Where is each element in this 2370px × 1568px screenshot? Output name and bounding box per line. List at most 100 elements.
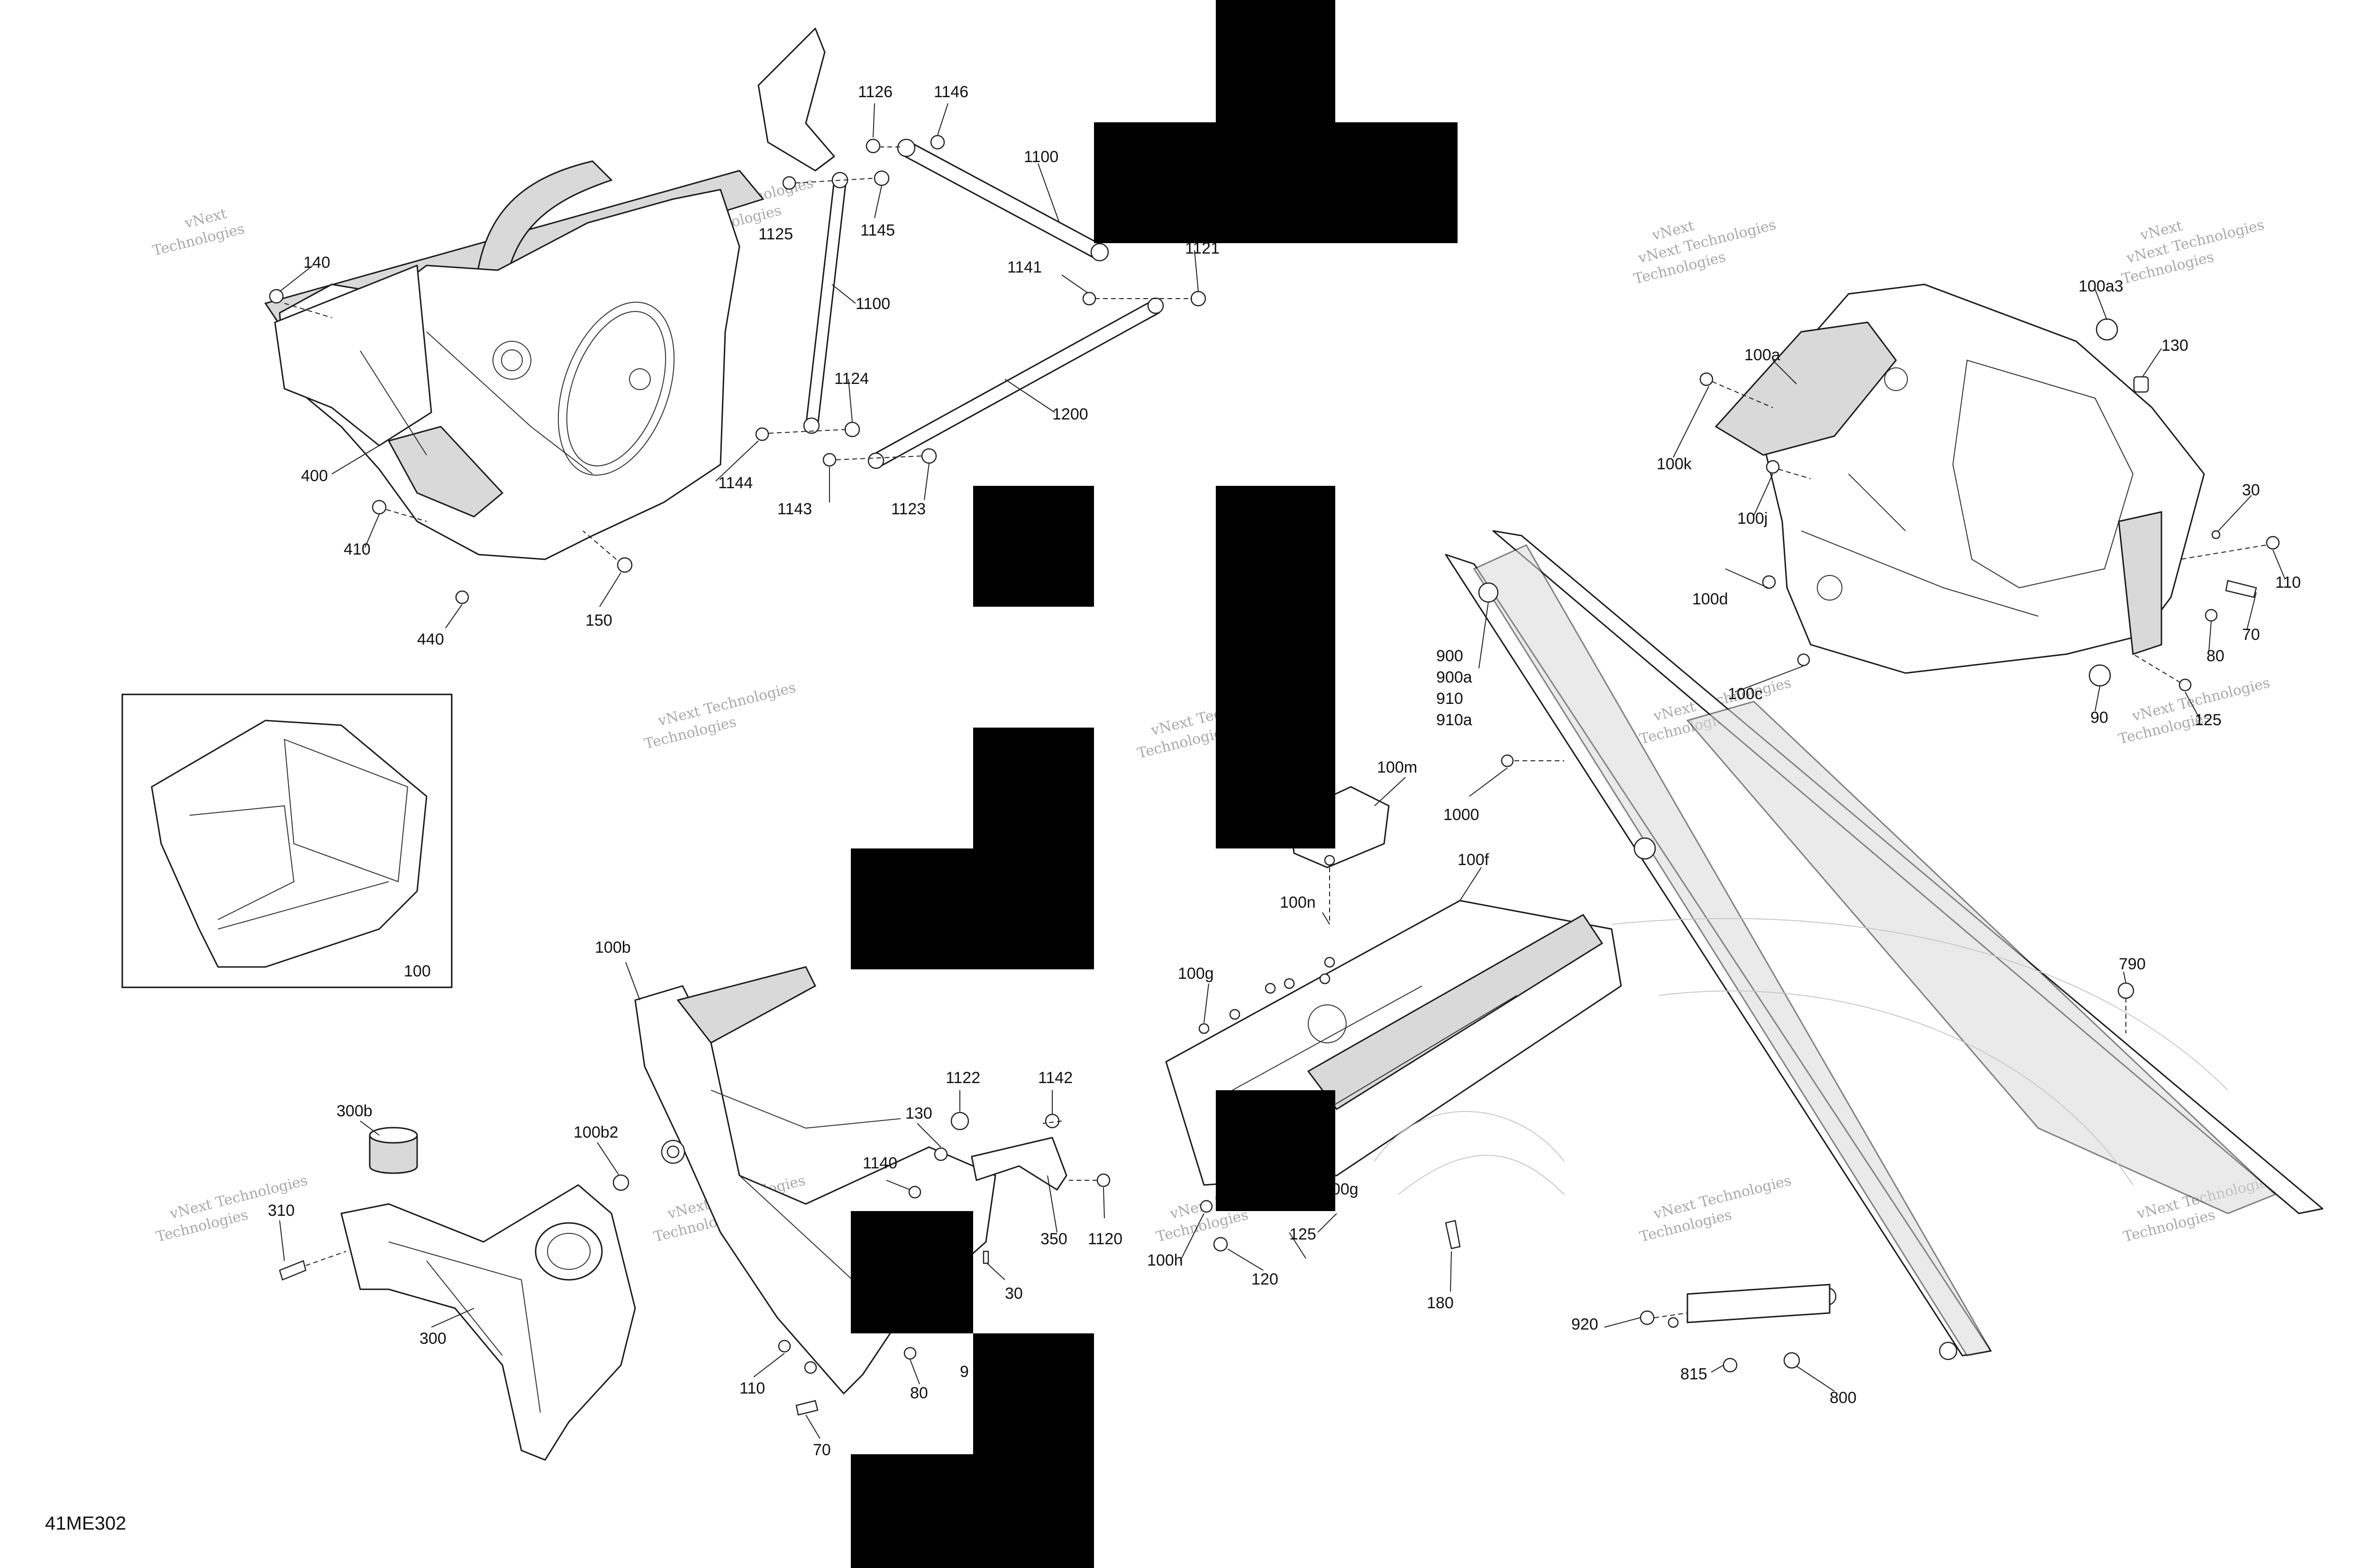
callout-labels: 1126 1146 1100 1125 1145 1100 1141 1121 … — [268, 83, 2301, 1459]
callout-1141: 1141 — [1007, 258, 1042, 276]
callout-1142: 1142 — [1038, 1069, 1073, 1087]
link-plate-800 — [1686, 1284, 1831, 1323]
callout-80-lower: 80 — [910, 1384, 928, 1402]
rod-end — [1147, 297, 1164, 314]
callout-110-top: 110 — [2275, 574, 2301, 592]
callout-910a: 910a — [1436, 711, 1472, 729]
bolt-110b — [804, 1361, 817, 1374]
lower-cross-plate — [387, 426, 504, 518]
redaction-block — [973, 728, 1094, 850]
callout-100a: 100a — [1744, 346, 1780, 364]
callout-440: 440 — [417, 630, 444, 648]
bushing-inner — [666, 1145, 680, 1158]
bolt-180 — [1445, 1220, 1461, 1249]
redaction-block — [973, 1333, 1094, 1454]
rail-boss — [1633, 837, 1656, 860]
boss — [629, 368, 651, 390]
bolt-110 — [778, 1340, 791, 1353]
bolt-120 — [1213, 1237, 1228, 1252]
callout-100h: 100h — [1147, 1251, 1183, 1269]
bracket-bore-inner — [547, 1233, 591, 1270]
callout-100g: 100g — [1178, 965, 1214, 983]
watermark: vNext Technologies Technologies — [643, 679, 798, 753]
rod-end — [1090, 243, 1109, 262]
front-frame-assembly — [264, 27, 835, 604]
frame-oval-opening-inner — [566, 311, 666, 466]
callout-110-lower: 110 — [739, 1379, 765, 1397]
front-frame-body — [279, 189, 740, 560]
tie-rod-1100-vertical — [805, 179, 847, 428]
bumper-300b — [369, 1134, 418, 1174]
redaction-block — [1216, 1090, 1335, 1211]
callout-1146: 1146 — [934, 83, 968, 101]
bushing-130 — [2133, 376, 2149, 393]
rod-end — [867, 452, 884, 469]
washer-1126 — [866, 138, 881, 154]
callout-125-center: 125 — [1289, 1225, 1316, 1243]
washer-100b2 — [612, 1174, 629, 1191]
redaction-block — [851, 1454, 1094, 1568]
redaction-block — [1216, 0, 1335, 122]
callout-1200: 1200 — [1052, 405, 1088, 423]
boss — [1884, 367, 1908, 391]
bolt-1142 — [1045, 1113, 1060, 1129]
bolt-100g — [1229, 1009, 1240, 1020]
bolt-1144 — [755, 427, 769, 441]
callout-310: 310 — [268, 1202, 295, 1220]
rod-end — [897, 138, 916, 157]
nut-1123 — [921, 448, 937, 464]
support-bracket-300 — [340, 1184, 636, 1461]
bolt-1000 — [1501, 754, 1514, 767]
washer — [1668, 1317, 1679, 1328]
callout-1122: 1122 — [946, 1069, 980, 1087]
callout-30-top: 30 — [2242, 481, 2260, 499]
rail-panel — [1686, 701, 2277, 1214]
bolt-100g — [1324, 957, 1335, 968]
bumper-top — [369, 1127, 418, 1144]
redaction-block — [1216, 486, 1335, 848]
callout-120: 120 — [1251, 1270, 1278, 1288]
redaction-blocks — [851, 0, 1458, 1568]
boss — [1308, 1004, 1347, 1043]
callout-1144: 1144 — [718, 474, 753, 492]
callout-130-top: 130 — [2161, 337, 2188, 355]
bolt-140 — [269, 289, 284, 304]
bolt-100h — [1200, 1200, 1213, 1213]
callout-100a3: 100a3 — [2078, 277, 2124, 295]
nut-150 — [617, 557, 633, 573]
callout-1123: 1123 — [891, 500, 926, 518]
side-rail-assembly — [1445, 530, 2324, 1373]
watermark: vNext Technologies Technologies — [1638, 1172, 1793, 1246]
ghost-outline — [1611, 918, 2228, 1185]
watermark: vNext Technologies — [151, 205, 246, 259]
washer-80 — [2205, 609, 2218, 622]
callout-1126: 1126 — [858, 83, 893, 101]
callout-100f: 100f — [1458, 851, 1489, 869]
inset-frame-overview: 100 — [121, 693, 453, 988]
callout-800: 800 — [1830, 1389, 1857, 1407]
nut-815 — [1723, 1358, 1738, 1373]
bolt-100k — [1699, 372, 1714, 386]
callout-1125: 1125 — [758, 225, 793, 243]
callout-920: 920 — [1571, 1315, 1598, 1333]
bolt-100d — [1762, 575, 1776, 589]
rear-frame-arm — [1714, 321, 1897, 456]
link-350 — [971, 1137, 1067, 1191]
rail-web — [1473, 544, 1992, 1357]
callout-100d: 100d — [1692, 590, 1728, 608]
callout-100b: 100b — [595, 939, 631, 957]
bolt-410 — [372, 500, 387, 515]
nut-800 — [1783, 1352, 1800, 1369]
bolt-100g — [1265, 983, 1276, 994]
ghost-outline — [1374, 1111, 1565, 1195]
bolt-310 — [279, 1260, 307, 1281]
nut-1145 — [874, 170, 890, 186]
bracket-300-assembly — [279, 1127, 636, 1461]
bolt-1140 — [908, 1185, 921, 1199]
bolt-1143 — [822, 453, 837, 467]
callout-100m: 100m — [1377, 758, 1417, 776]
redaction-block — [973, 486, 1094, 607]
tie-rod-group — [755, 135, 1206, 469]
bracket-bore — [535, 1222, 603, 1281]
